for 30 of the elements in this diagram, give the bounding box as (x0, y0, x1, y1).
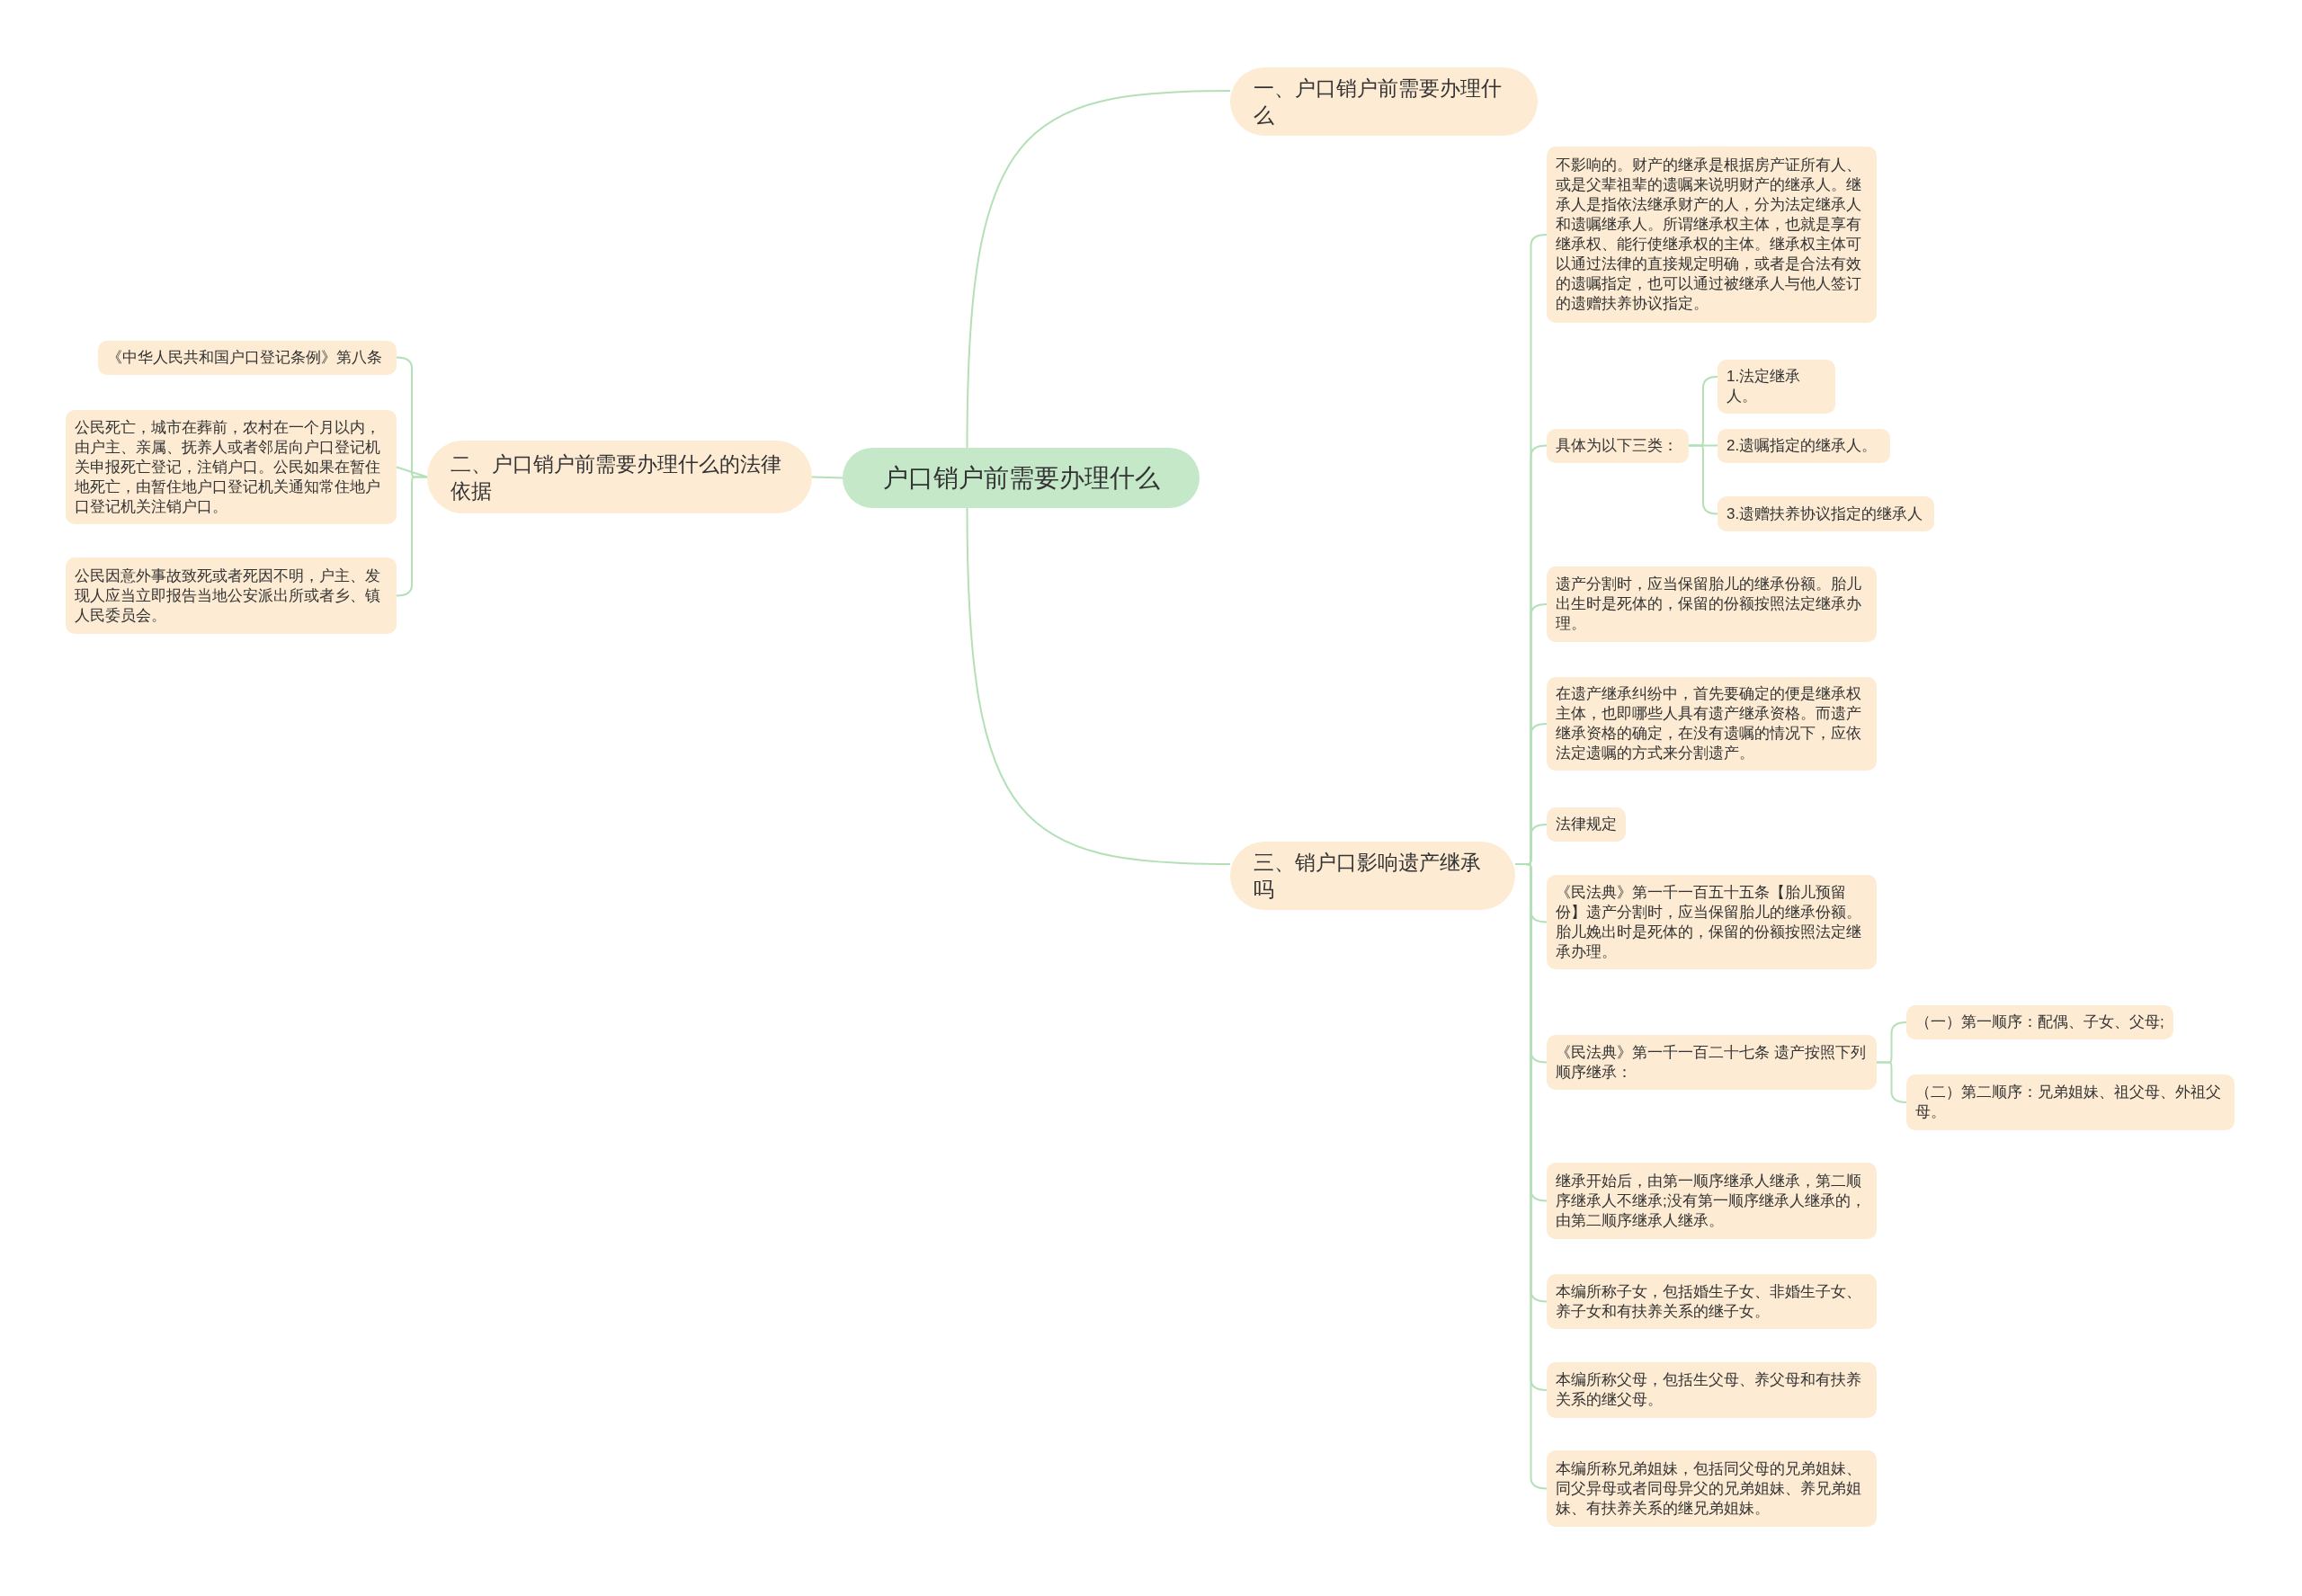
connector-line (1688, 444, 1718, 515)
note-box: 2.遗嘱指定的继承人。 (1718, 429, 1890, 463)
note-box: 公民因意外事故致死或者死因不明，户主、发现人应当立即报告当地公安派出所或者乡、镇人民委员会。 (66, 557, 397, 634)
note-box: （二）第二顺序：兄弟姐妹、祖父母、外祖父母。 (1906, 1074, 2235, 1130)
note-box: 在遗产继承纠纷中，首先要确定的便是继承权主体，也即哪些人具有遗产继承资格。而遗产继承资格的确定，在没有遗嘱的情况下，应依法定遗嘱的方式来分割遗产。 (1547, 677, 1877, 771)
note-box: 本编所称子女，包括婚生子女、非婚生子女、养子女和有扶养关系的继子女。 (1547, 1274, 1877, 1329)
connector-line (966, 507, 1231, 865)
topic-box: 二、户口销户前需要办理什么的法律依据 (427, 441, 812, 513)
connector-line (811, 476, 843, 479)
topic-box: 一、户口销户前需要办理什么 (1230, 67, 1538, 136)
note-box: （一）第一顺序：配偶、子女、父母; (1906, 1005, 2173, 1039)
note-box: 遗产分割时，应当保留胎儿的继承份额。胎儿出生时是死体的，保留的份额按照法定继承办理。 (1547, 566, 1877, 642)
note-box: 本编所称兄弟姐妹，包括同父母的兄弟姐妹、同父异母或者同母异父的兄弟姐妹、养兄弟姐妹、有扶养关系的继兄弟姐妹。 (1547, 1450, 1877, 1527)
note-box: 3.遗赠扶养协议指定的继承人 (1718, 496, 1934, 531)
note-box: 《民法典》第一千一百五十五条【胎儿预留份】遗产分割时，应当保留胎儿的继承份额。胎儿娩出时是死体的，保留的份额按照法定继承办理。 (1547, 875, 1877, 969)
note-box: 不影响的。财产的继承是根据房产证所有人、或是父辈祖辈的遗嘱来说明财产的继承人。继承人是指依法继承财产的人，分为法定继承人和遗嘱继承人。所谓继承权主体，也就是享有继承权、能行使继承权的主体。继承权主体可以通过法律的直接规定明确，或者是合法有效的遗嘱指定，也可以通过被继承人与他人签订的遗赠扶养协议指定。 (1547, 147, 1877, 323)
connector-line (396, 476, 428, 597)
note-box: 公民死亡，城市在葬前，农村在一个月以内，由户主、亲属、抚养人或者邻居向户口登记机关申报死亡登记，注销户口。公民如果在暂住地死亡，由暂住地户口登记机关通知常住地户口登记机关注销户口。 (66, 410, 397, 524)
topic-box: 三、销户口影响遗产继承吗 (1230, 842, 1515, 910)
note-box: 继承开始后，由第一顺序继承人继承，第二顺序继承人不继承;没有第一顺序继承人继承的，由第二顺序继承人继承。 (1547, 1163, 1877, 1239)
note-box: 1.法定继承人。 (1718, 360, 1835, 414)
note-box: 法律规定 (1547, 807, 1626, 842)
note-box: 本编所称父母，包括生父母、养父母和有扶养关系的继父母。 (1547, 1362, 1877, 1418)
note-box: 《中华人民共和国户口登记条例》第八条 (98, 341, 397, 375)
connector-line (1876, 1061, 1907, 1103)
connector-line (966, 90, 1231, 449)
note-box: 具体为以下三类： (1547, 429, 1689, 463)
connector-line (396, 466, 428, 478)
central-topic: 户口销户前需要办理什么 (843, 448, 1200, 508)
note-box: 《民法典》第一千一百二十七条 遗产按照下列顺序继承： (1547, 1035, 1877, 1090)
